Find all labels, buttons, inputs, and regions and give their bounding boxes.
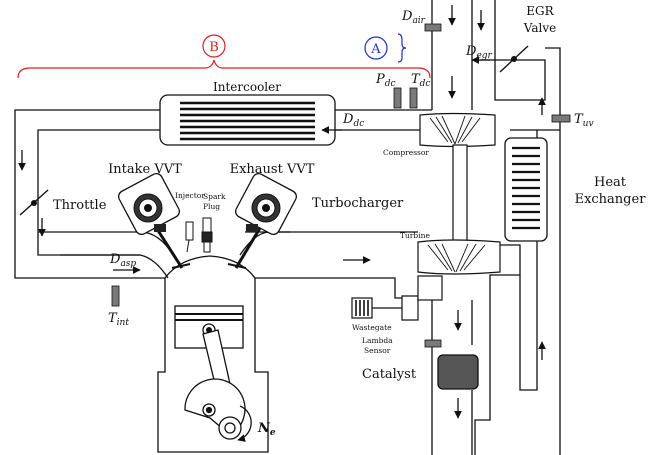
wastegate	[351, 275, 443, 321]
turbine-blades	[427, 243, 486, 273]
exhaust-ducts	[245, 0, 561, 455]
intake-runner-bottom	[60, 254, 169, 279]
compressor-housing	[419, 112, 496, 148]
wastegate-label: Wastegate	[352, 323, 392, 332]
engine-block	[157, 278, 269, 453]
exhaust-manifold-bottom	[285, 277, 432, 299]
egr-label-1: EGR	[526, 4, 554, 18]
sensor-lambda	[424, 339, 442, 348]
flow-arrows	[18, 5, 546, 419]
egr-loop-inner	[545, 47, 561, 455]
symbol-t-dc: Tdc	[411, 72, 430, 89]
lambda-label-2: Sensor	[364, 346, 391, 355]
sensor-t-int	[111, 285, 120, 307]
heat-exchanger-label-1: Heat	[594, 175, 627, 190]
spark-plug	[201, 217, 213, 253]
egr-label-2: Valve	[523, 21, 556, 35]
injector	[185, 221, 194, 253]
symbol-d-egr: Degr	[465, 44, 493, 61]
intake-runner-top	[38, 231, 176, 259]
symbol-labels: Dair Degr Pdc Tdc Ddc Tuv Dasp Tint Ne	[108, 9, 594, 438]
intake-vvt-cam	[118, 173, 180, 235]
egr-loop-top	[475, 59, 546, 101]
region-b-circle	[202, 34, 226, 58]
throttle-valve	[19, 189, 49, 216]
intake-duct-outer	[14, 109, 165, 279]
injector-label: Injector	[175, 191, 205, 200]
egr-loop-outer	[494, 0, 500, 101]
sensor-t-dc	[409, 87, 418, 109]
region-b-label: B	[209, 40, 219, 55]
symbol-p-dc: Pdc	[375, 72, 396, 89]
spark-label-1: Spark	[203, 192, 226, 201]
turbine-label: Turbine	[400, 231, 430, 240]
sensor-d-air	[424, 23, 442, 32]
symbol-d-dc: Ddc	[342, 112, 364, 129]
turbocharger-label: Turbocharger	[312, 196, 404, 211]
region-a-bracket	[397, 33, 407, 63]
compressor-blades	[429, 115, 481, 145]
symbol-t-uv: Tuv	[574, 112, 594, 129]
exhaust-vvt-cam	[235, 173, 297, 235]
egr-valve	[499, 45, 529, 73]
turbo-shaft	[452, 144, 468, 246]
egr-return-outer	[474, 300, 491, 455]
catalyst	[437, 354, 479, 390]
catalyst-label: Catalyst	[362, 367, 417, 382]
symbol-d-air: Dair	[401, 9, 426, 26]
compressor-label: Compressor	[383, 148, 429, 157]
intercooler	[159, 94, 336, 146]
heat-exchanger	[504, 137, 548, 242]
sensors	[111, 23, 571, 348]
region-a-label: A	[370, 42, 381, 57]
turbine-housing	[417, 239, 501, 275]
symbol-d-asp: Dasp	[109, 252, 136, 269]
crankshaft	[184, 378, 252, 442]
region-a-circle	[364, 36, 388, 60]
intercooler-label: Intercooler	[213, 80, 281, 94]
egr-return-inner	[519, 130, 538, 391]
heat-exchanger-label-2: Exchanger	[575, 192, 647, 207]
symbol-n-e: Ne	[257, 421, 276, 438]
intake-vvt-label: Intake VVT	[108, 162, 182, 177]
sensor-p-dc	[393, 87, 402, 109]
region-b-bracket	[17, 59, 431, 79]
symbol-t-int: Tint	[108, 311, 129, 328]
spark-label-2: Plug	[203, 202, 220, 211]
lambda-label-1: Lambda	[362, 336, 393, 345]
sensor-t-uv	[551, 114, 571, 123]
throttle-label: Throttle	[53, 198, 107, 213]
exhaust-vvt-label: Exhaust VVT	[230, 162, 315, 177]
turbocharger	[417, 112, 501, 275]
